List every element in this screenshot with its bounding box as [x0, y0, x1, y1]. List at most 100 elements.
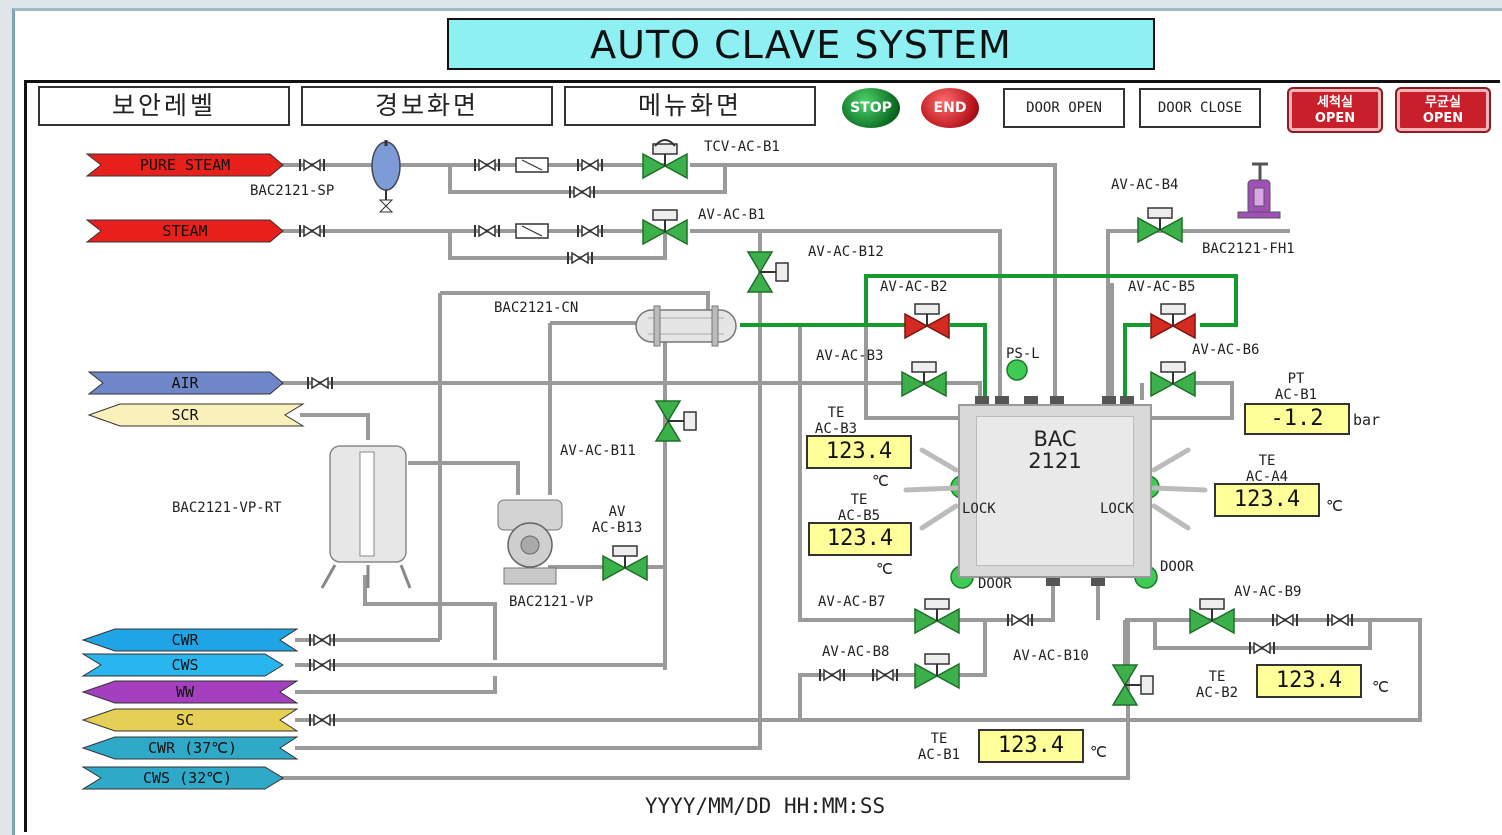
cn-label: BAC2121-CN — [494, 300, 579, 316]
te-ac-b3-tag-line1: TE — [827, 405, 845, 421]
av-ac-b10-label: AV-AC-B10 — [1013, 648, 1089, 664]
cwr37-label: CWR (37℃) — [147, 739, 238, 757]
av-ac-b2-valve[interactable] — [904, 303, 950, 339]
av-ac-b1-valve[interactable] — [642, 209, 688, 245]
av-ac-b6-valve[interactable] — [1150, 361, 1196, 397]
te-ac-b3-unit: ℃ — [872, 472, 889, 490]
lock-left-label: LOCK — [962, 501, 996, 517]
cws32-arrow — [81, 766, 284, 790]
chamber-interior — [976, 416, 1134, 566]
alarm-screen-button[interactable]: 경보화면 — [301, 86, 553, 126]
av-ac-b10-valve[interactable] — [1112, 664, 1154, 706]
tank-nozzles — [975, 396, 1134, 586]
page-title: AUTO CLAVE SYSTEM — [447, 18, 1155, 70]
av-ac-b12-valve[interactable] — [747, 251, 789, 293]
pt-ac-b1-value: -1.2 — [1244, 403, 1350, 435]
te-ac-b2-unit: ℃ — [1372, 678, 1389, 696]
av-ac-b7-label: AV-AC-B7 — [818, 594, 886, 610]
scr-arrow — [87, 403, 305, 427]
sterile-room-open-button[interactable]: 무균실 OPEN — [1397, 89, 1489, 131]
te-ac-b3-tag-line2: AC-B3 — [814, 421, 858, 437]
av-ac-b5-valve[interactable] — [1150, 303, 1196, 339]
vp-label: BAC2121-VP — [509, 594, 594, 610]
stop-button[interactable]: STOP — [842, 88, 900, 128]
cwr-label: CWR — [171, 631, 199, 649]
te-ac-b2-tag: TE AC-B2 — [1186, 669, 1248, 701]
chamber-label-line1: BAC — [1033, 427, 1077, 451]
te-ac-b3-tag: TE AC-B3 — [805, 405, 867, 437]
ww-label: WW — [175, 683, 195, 701]
te-ac-a4-tag: TE AC-A4 — [1236, 453, 1298, 485]
av-ac-b6-label: AV-AC-B6 — [1192, 342, 1260, 358]
separator-sp — [371, 140, 401, 213]
cws-arrow — [81, 653, 284, 677]
av-ac-b8-label: AV-AC-B8 — [822, 644, 890, 660]
te-ac-b5-tag: TE AC-B5 — [828, 492, 890, 524]
te-ac-b3-value: 123.4 — [806, 435, 912, 469]
te-ac-b5-tag-line1: TE — [850, 492, 868, 508]
menu-screen-button[interactable]: 메뉴화면 — [564, 86, 816, 126]
pt-ac-b1-tag-line2: AC-B1 — [1274, 387, 1318, 403]
te-ac-b5-tag-line2: AC-B5 — [837, 508, 881, 524]
door-open-button[interactable]: DOOR OPEN — [1003, 88, 1125, 128]
te-ac-b1-unit: ℃ — [1090, 743, 1107, 761]
autoclave-chamber[interactable] — [958, 404, 1152, 578]
sterile-room-state: OPEN — [1422, 111, 1464, 126]
av-ac-b13-label-line1: AV — [608, 504, 626, 520]
header-divider — [26, 80, 1500, 83]
door-close-button[interactable]: DOOR CLOSE — [1139, 88, 1261, 128]
air-label: AIR — [171, 374, 199, 392]
av-ac-b3-valve[interactable] — [901, 361, 947, 397]
te-ac-b2-value: 123.4 — [1256, 664, 1362, 698]
te-ac-b5-unit: ℃ — [876, 560, 893, 578]
av-ac-b7-valve[interactable] — [914, 598, 960, 634]
av-ac-b11-valve[interactable] — [655, 400, 697, 442]
air-arrow — [87, 371, 284, 395]
datetime-display: YYYY/MM/DD HH:MM:SS — [644, 794, 886, 818]
vp-rt-label: BAC2121-VP-RT — [172, 500, 282, 516]
te-ac-a4-unit: ℃ — [1326, 497, 1343, 515]
cwr37-arrow — [81, 736, 299, 760]
pt-ac-b1-tag-line1: PT — [1287, 371, 1305, 387]
te-ac-b5-value: 123.4 — [808, 522, 912, 556]
av-ac-b8-valve[interactable] — [914, 653, 960, 689]
left-border — [24, 80, 27, 832]
wash-room-state: OPEN — [1314, 111, 1356, 126]
sc-arrow — [81, 708, 299, 732]
security-level-button[interactable]: 보안레벨 — [38, 86, 290, 126]
tcv-ac-b1-label: TCV-AC-B1 — [704, 139, 780, 155]
cws-label: CWS — [171, 656, 199, 674]
cwr-arrow — [81, 628, 299, 652]
av-ac-b13-valve[interactable] — [602, 545, 648, 581]
tcv-ac-b1-valve[interactable] — [642, 139, 688, 179]
av-ac-b13-label: AV AC-B13 — [580, 504, 654, 536]
pure-steam-label: PURE STEAM — [139, 156, 231, 174]
av-ac-b11-label: AV-AC-B11 — [560, 443, 636, 459]
steam-label: STEAM — [162, 222, 208, 240]
te-ac-a4-value: 123.4 — [1214, 483, 1320, 517]
end-button[interactable]: END — [921, 88, 979, 128]
receiver-tank-vp-rt — [320, 445, 412, 589]
av-ac-b4-label: AV-AC-B4 — [1111, 177, 1179, 193]
chamber-label: BAC 2121 — [1000, 428, 1110, 472]
av-ac-b3-label: AV-AC-B3 — [816, 348, 884, 364]
wash-room-open-button[interactable]: 세척실 OPEN — [1289, 89, 1381, 131]
av-ac-b13-label-line2: AC-B13 — [591, 520, 643, 536]
scr-label: SCR — [171, 406, 199, 424]
te-ac-b2-tag-line2: AC-B2 — [1195, 685, 1239, 701]
te-ac-a4-tag-line1: TE — [1258, 453, 1276, 469]
te-ac-b1-value: 123.4 — [978, 729, 1084, 763]
av-ac-b4-valve[interactable] — [1137, 207, 1183, 243]
te-ac-a4-tag-line2: AC-A4 — [1245, 469, 1289, 485]
chamber-label-line2: 2121 — [1028, 449, 1082, 473]
door-lock-arms — [903, 447, 1208, 531]
cws32-label: CWS (32℃) — [142, 769, 233, 787]
filter-housing-fh1 — [1237, 162, 1281, 219]
pt-ac-b1-unit: bar — [1353, 411, 1381, 429]
ww-arrow — [81, 680, 299, 704]
sterile-room-label: 무균실 — [1425, 95, 1461, 110]
sp-label: BAC2121-SP — [250, 183, 335, 199]
av-ac-b9-valve[interactable] — [1189, 598, 1235, 634]
